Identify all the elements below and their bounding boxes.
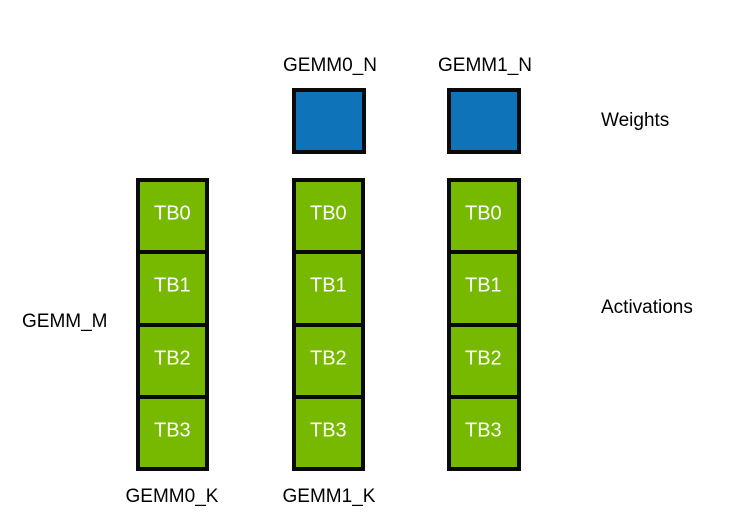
gemm1-n-header-line1: GEMM1_N [438,55,532,76]
activation-cell: TB3 [136,394,209,471]
activation-cell-label: TB2 [465,346,502,369]
activation-column-gemm1: TB0 TB1 TB2 TB3 [292,178,365,471]
activation-cell-label: TB2 [310,346,347,369]
activation-cell-label: TB0 [154,202,191,225]
activation-cell-label: TB1 [154,274,191,297]
gemm0-n-header-line1: GEMM0_N [283,55,377,76]
weights-row-label: Weights [601,110,670,131]
gemm1-weight-tile [447,88,521,154]
gemm-m-label: GEMM_M [22,311,108,332]
activation-cell: TB3 [292,394,365,471]
activation-column-gemm2: TB0 TB1 TB2 TB3 [447,178,521,471]
activation-cell: TB2 [136,322,209,399]
activations-row-label: Activations [601,297,693,318]
activation-column-gemm0: TB0 TB1 TB2 TB3 [136,178,209,471]
activation-cell-label: TB0 [310,202,347,225]
gemm0-k-label: GEMM0_K [125,486,219,507]
activation-cell-label: TB0 [465,202,502,225]
activation-cell: TB1 [447,250,521,327]
activation-cell: TB2 [292,322,365,399]
activation-cell: TB0 [292,178,365,255]
activation-cell: TB0 [136,178,209,255]
gemm1-k-label: GEMM1_K [282,486,376,507]
activation-cell-label: TB3 [465,419,502,442]
activation-cell: TB1 [136,250,209,327]
activation-cell: TB3 [447,394,521,471]
activation-cell: TB2 [447,322,521,399]
activation-cell-label: TB3 [154,419,191,442]
activation-cell-label: TB2 [154,346,191,369]
gemm0-weight-tile [292,88,366,154]
activation-cell: TB1 [292,250,365,327]
activation-cell-label: TB1 [465,274,502,297]
activation-cell-label: TB3 [310,419,347,442]
activation-cell-label: TB1 [310,274,347,297]
activation-cell: TB0 [447,178,521,255]
